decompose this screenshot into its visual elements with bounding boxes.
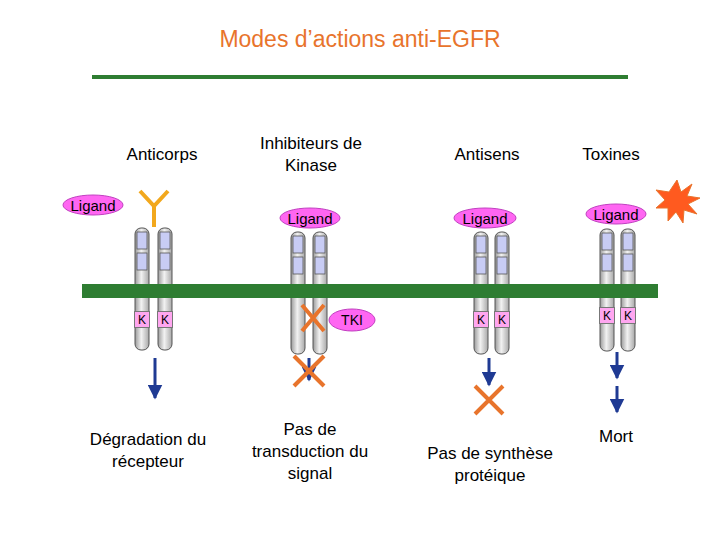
antibody-symbol bbox=[140, 191, 168, 227]
signal-arrows bbox=[155, 352, 617, 412]
kinase-box: K bbox=[599, 307, 615, 324]
column-heading: Toxines bbox=[561, 144, 661, 166]
kinase-label: K bbox=[624, 310, 632, 322]
ligand-label: Ligand bbox=[70, 198, 115, 213]
kinase-box: K bbox=[473, 311, 489, 328]
cell-membrane bbox=[82, 284, 658, 298]
outcome-label: Mort bbox=[576, 426, 656, 448]
kinase-box: K bbox=[134, 311, 150, 328]
column-heading: Antisens bbox=[427, 144, 547, 166]
ligand-oval: Ligand bbox=[62, 194, 124, 216]
ligand-label: TKI bbox=[341, 313, 363, 327]
kinase-label: K bbox=[138, 314, 146, 326]
ligand-label: Ligand bbox=[593, 207, 638, 222]
block-cross bbox=[294, 305, 503, 414]
title-rule bbox=[92, 75, 628, 79]
kinase-label: K bbox=[603, 310, 611, 322]
outcome-label: Dégradation du récepteur bbox=[73, 429, 223, 473]
toxin-burst bbox=[656, 180, 700, 223]
ligand-oval: Ligand bbox=[279, 207, 341, 229]
diagram-title: Modes d’actions anti-EGFR bbox=[0, 26, 720, 53]
ligand-oval: Ligand bbox=[453, 207, 517, 229]
outcome-label: Pas de transduction du signal bbox=[235, 419, 385, 485]
column-heading: Inhibiteurs de Kinase bbox=[246, 133, 376, 177]
kinase-box: K bbox=[494, 311, 510, 328]
kinase-box: K bbox=[157, 311, 173, 328]
kinase-label: K bbox=[161, 314, 169, 326]
ligand-label: Ligand bbox=[462, 211, 507, 226]
kinase-label: K bbox=[498, 314, 506, 326]
outcome-label: Pas de synthèse protéique bbox=[405, 443, 575, 487]
column-heading: Anticorps bbox=[97, 144, 227, 166]
ligand-oval: TKI bbox=[328, 308, 376, 332]
kinase-label: K bbox=[477, 314, 485, 326]
kinase-box: K bbox=[620, 307, 636, 324]
ligand-oval: Ligand bbox=[585, 203, 647, 225]
ligand-label: Ligand bbox=[287, 211, 332, 226]
